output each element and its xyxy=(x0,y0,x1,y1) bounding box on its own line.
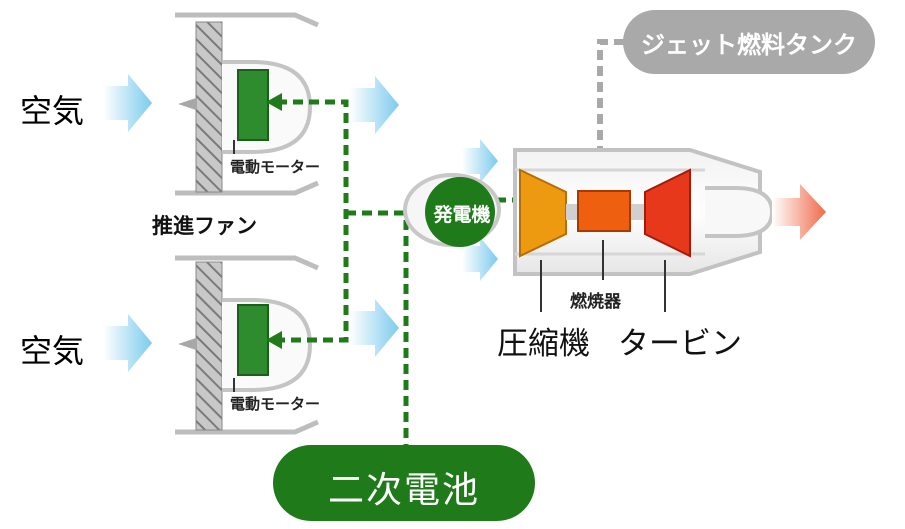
gas-turbine-engine xyxy=(403,148,775,312)
air-arrow-in-top xyxy=(103,74,152,132)
arrowhead-motor-bottom xyxy=(266,331,282,349)
duct-lower-top xyxy=(175,180,319,196)
duct-upper-bottom xyxy=(175,255,319,271)
generator-label: 発電機 xyxy=(433,204,491,226)
turbine-label: タービン xyxy=(618,326,742,362)
air-arrow-engine-bottom xyxy=(462,237,498,281)
fan-blade-top xyxy=(195,21,223,193)
battery-badge: 二次電池 xyxy=(273,445,535,521)
turbine xyxy=(644,168,691,258)
duct-lower-bottom xyxy=(175,419,319,435)
motor-top xyxy=(237,69,269,141)
air-arrow-out-bottom xyxy=(350,299,399,357)
battery-label: 二次電池 xyxy=(327,470,480,511)
wire-motors xyxy=(277,99,349,343)
air-arrow-in-bottom xyxy=(103,314,152,372)
air-arrows xyxy=(103,74,498,372)
combustor xyxy=(577,190,631,232)
motor-label-top: 電動モーター xyxy=(230,158,321,176)
fuel-tank-badge: ジェット燃料タンク xyxy=(623,10,875,74)
air-label-top: 空気 xyxy=(20,92,85,130)
duct-upper-top xyxy=(175,12,319,28)
air-label-bottom: 空気 xyxy=(20,332,85,370)
combustor-label: 燃焼器 xyxy=(570,292,621,312)
arrowhead-motor-top xyxy=(266,93,282,111)
fan-fin-left-top xyxy=(178,98,196,110)
motor-bottom xyxy=(237,304,269,376)
exhaust-arrow xyxy=(772,184,826,240)
motor-label-bottom: 電動モーター xyxy=(230,395,321,413)
air-arrow-out-top xyxy=(350,76,399,134)
fan-label: 推進ファン xyxy=(152,214,257,238)
air-arrow-engine-top xyxy=(462,139,498,183)
tail-cone xyxy=(705,186,775,238)
fuel-tank-label: ジェット燃料タンク xyxy=(641,31,857,59)
fan-fin-left-bottom xyxy=(178,338,196,350)
fan-unit-bottom xyxy=(175,255,319,435)
compressor xyxy=(519,168,567,258)
generator xyxy=(425,177,495,247)
compressor-label: 圧縮機 xyxy=(497,326,590,362)
fan-unit-top xyxy=(175,12,319,196)
fan-blade-bottom xyxy=(195,261,223,431)
